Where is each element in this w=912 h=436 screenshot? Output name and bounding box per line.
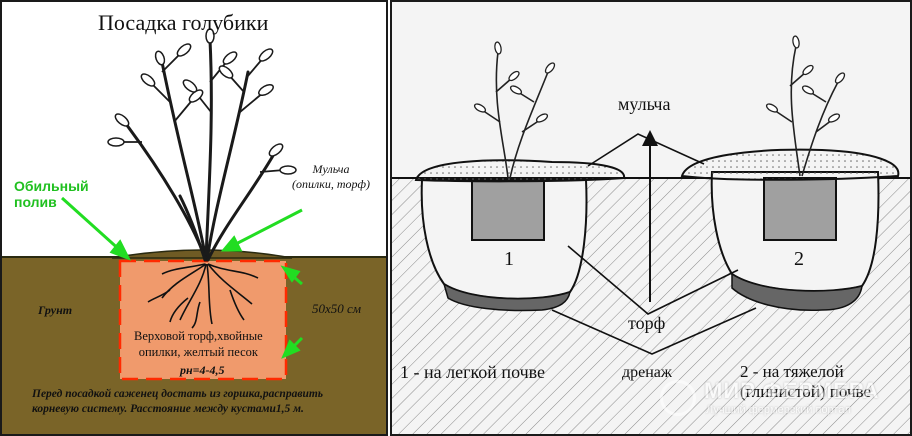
pit-border <box>118 259 288 381</box>
caption-heavy-soil: 2 - на тяжелой (глинистой) почве <box>740 362 871 402</box>
pit-fill-line1: Верховой торф,хвойные <box>134 329 263 343</box>
pit-2-rootball <box>763 177 837 241</box>
planting-note-line2: корневую систему. Расстояние между куста… <box>32 403 304 415</box>
soil-types-panel: мульча 1 2 торф дренаж 1 - на легкой поч… <box>390 0 912 436</box>
watering-label-line1: Обильный <box>14 178 89 194</box>
peat-callout: торф <box>628 313 666 333</box>
soil-types-illustration <box>392 35 910 434</box>
pit-2-mulch <box>680 148 900 181</box>
diagram-title: Посадка голубики <box>98 10 269 35</box>
watering-label: Обильный полив <box>14 178 89 210</box>
root-system <box>147 263 259 329</box>
annotation-arrows <box>60 196 304 359</box>
sapling-1 <box>481 51 549 179</box>
watermark-title: МИР ФЕРМЕРА <box>704 378 880 403</box>
center-arrow <box>642 130 658 302</box>
mulch-label-line1: Мульча <box>312 162 350 176</box>
mulch-callout: мульча <box>618 94 671 114</box>
pit-fill-label: Верховой торф,хвойные опилки, желтый пес… <box>134 328 263 360</box>
pit-1-number: 1 <box>504 248 514 270</box>
caption-light-soil: 1 - на легкой почве <box>400 362 546 382</box>
pit-1-drainage <box>442 282 571 312</box>
mulch-label: Мульча (опилки, торф) <box>292 162 370 192</box>
mulch-label-line2: (опилки, торф) <box>292 177 371 191</box>
leader-lines <box>551 133 757 355</box>
pit-2-drainage <box>731 272 863 311</box>
sapling-1-leaves <box>473 41 556 123</box>
pit-size-label: 50х50 см <box>312 301 362 316</box>
ph-label: рн=4-4,5 <box>180 363 225 377</box>
pit-2-number: 2 <box>794 248 804 270</box>
bush-twigs <box>120 51 285 173</box>
pit-fill-line2: опилки, желтый песок <box>138 345 258 359</box>
bush-leaves <box>107 28 297 175</box>
planting-note-line1: Перед посадкой саженец достать из горшка… <box>32 388 324 400</box>
soil-label: Грунт <box>38 303 73 317</box>
sapling-2 <box>773 45 839 177</box>
blueberry-planting-panel: Посадка голубики Обильный полив Мульча (… <box>0 0 388 436</box>
drainage-callout: дренаж <box>622 364 672 381</box>
sapling-2-leaves <box>765 35 846 123</box>
planting-illustration <box>2 28 386 434</box>
bush-stems <box>124 38 276 262</box>
caption-heavy-soil-line1: 2 - на тяжелой <box>740 362 844 381</box>
watering-label-line2: полив <box>14 194 57 210</box>
caption-heavy-soil-line2: (глинистой) почве <box>740 382 871 401</box>
pit-1-mulch <box>414 159 626 183</box>
planting-note: Перед посадкой саженец достать из горшка… <box>32 387 323 417</box>
watermark-subtitle: Лучший фермерский портал <box>706 404 851 416</box>
planting-pit <box>120 261 286 379</box>
pit-1-rootball <box>471 179 545 241</box>
watermark-logo <box>660 380 696 416</box>
